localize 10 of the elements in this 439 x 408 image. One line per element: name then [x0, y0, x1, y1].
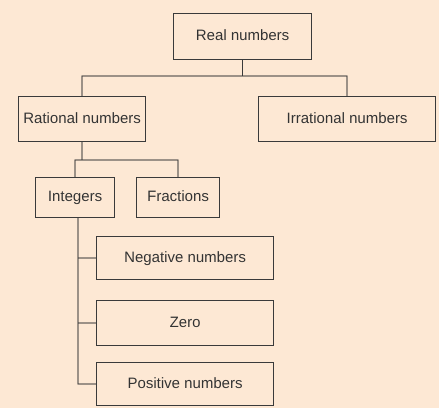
connector-line	[78, 218, 96, 384]
connector-line	[82, 142, 178, 178]
category-box: Rational numbers	[18, 96, 146, 142]
category-box: Fractions	[136, 177, 220, 218]
category-box: Irrational numbers	[258, 96, 436, 142]
category-box: Negative numbers	[96, 236, 274, 280]
category-box: Zero	[96, 300, 274, 346]
category-box: Positive numbers	[96, 362, 274, 406]
category-box: Integers	[35, 177, 115, 218]
category-box: Real numbers	[173, 13, 312, 60]
